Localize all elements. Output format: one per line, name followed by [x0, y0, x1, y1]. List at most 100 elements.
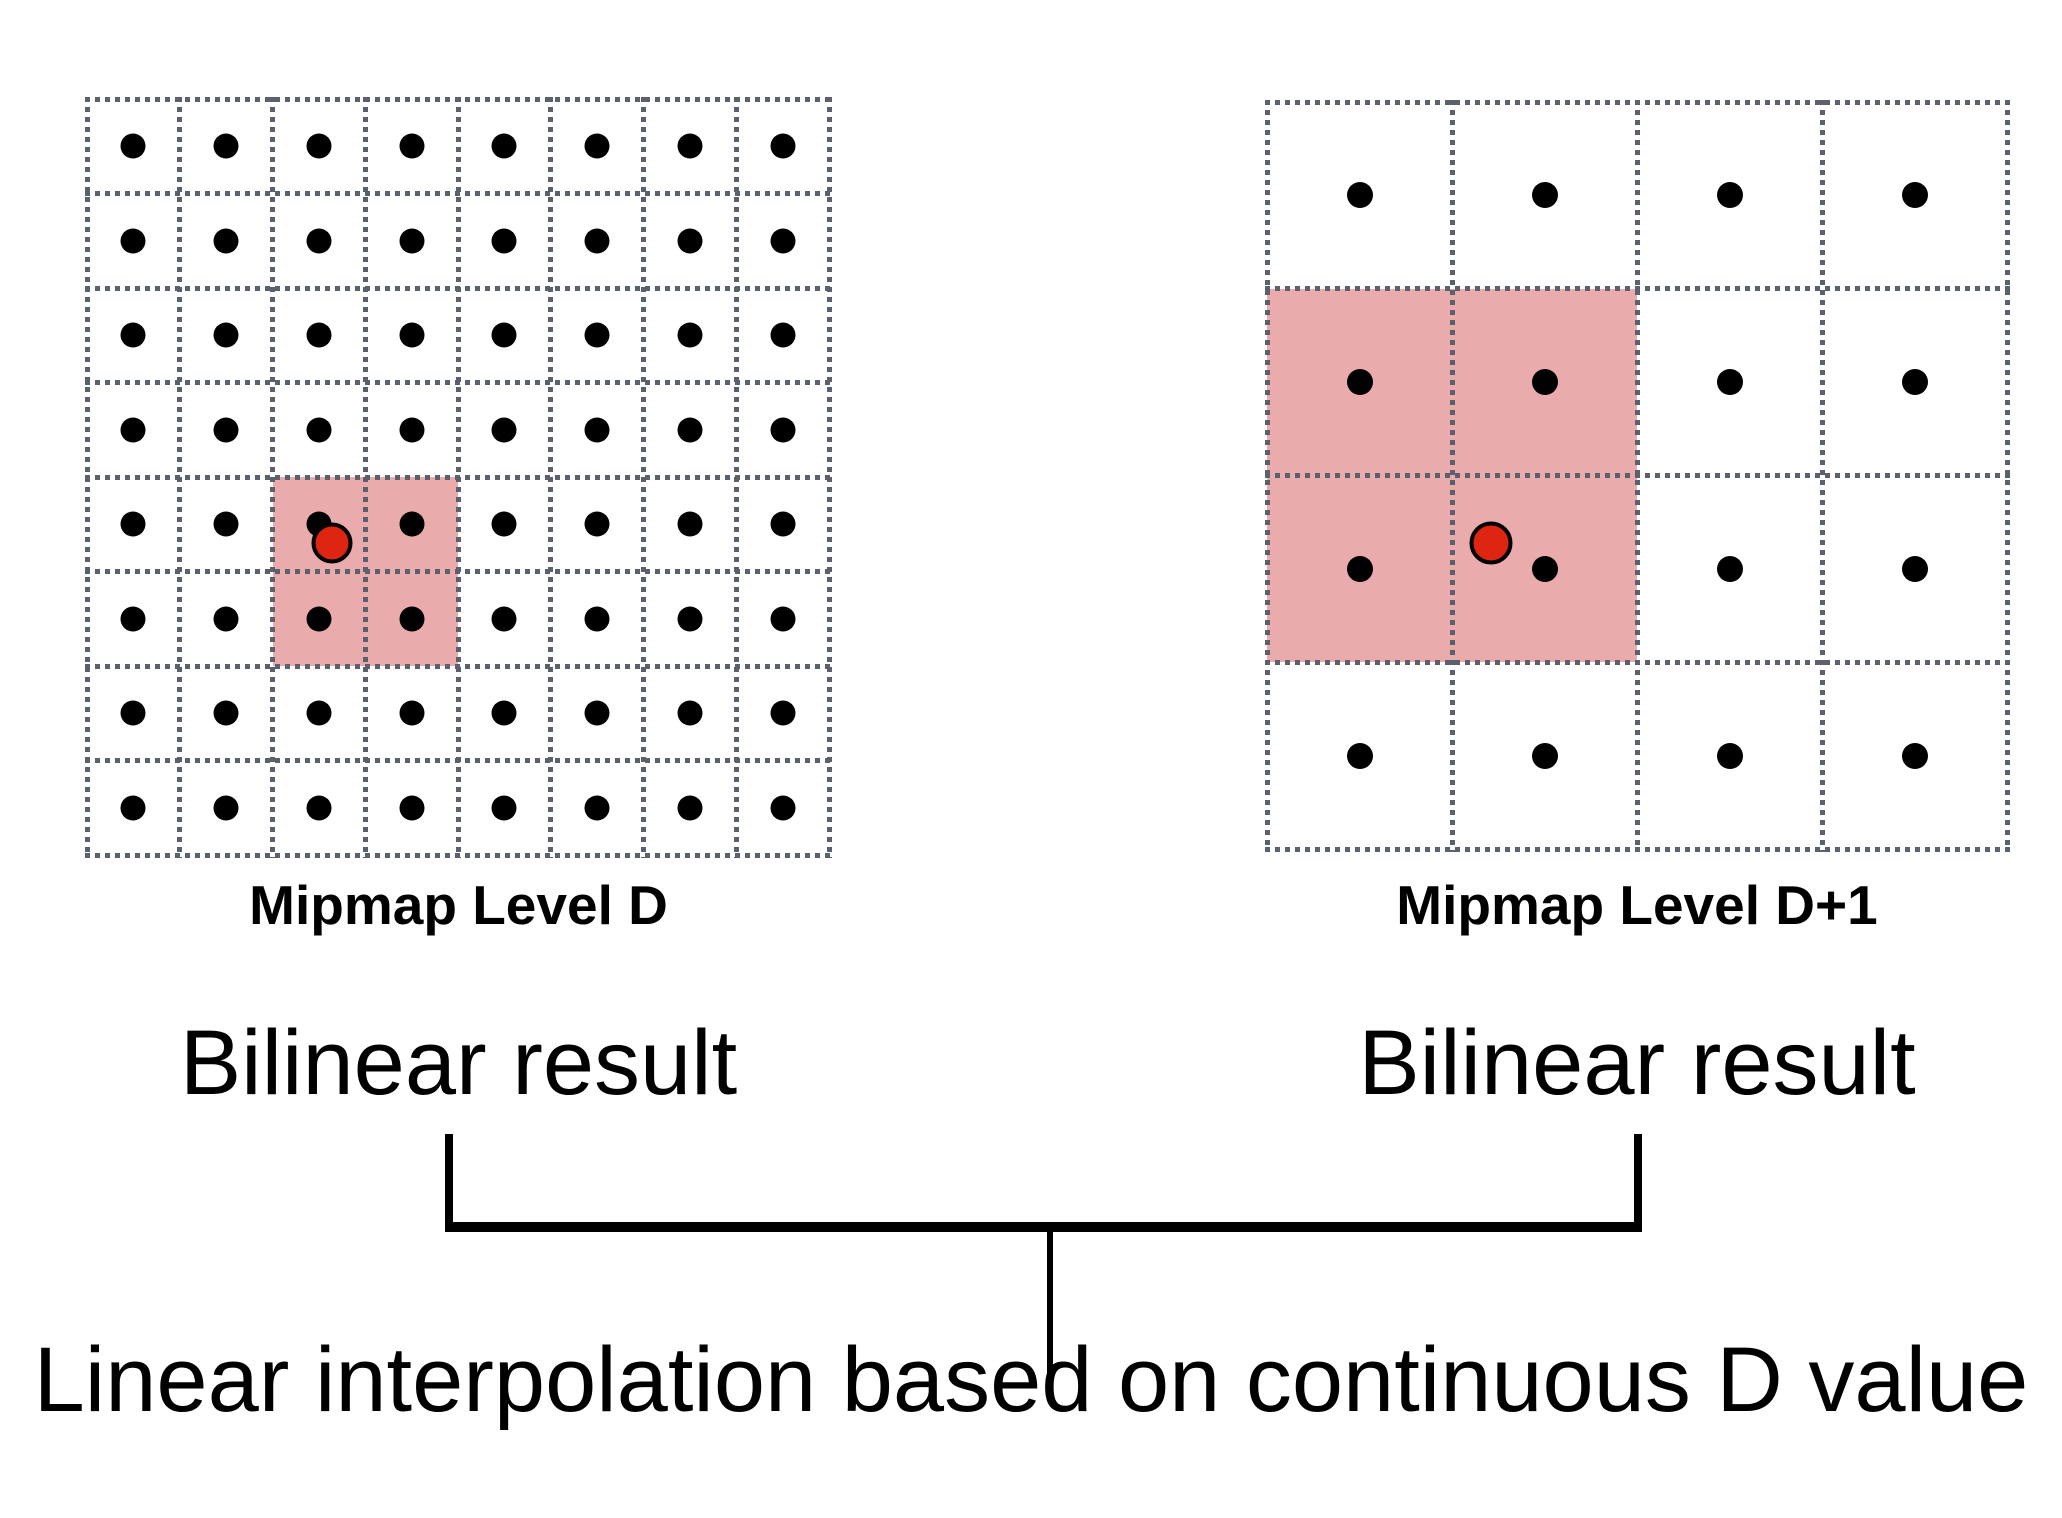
- texel-dot: [1531, 182, 1558, 209]
- texel-dot: [120, 795, 146, 821]
- texel-dot: [120, 133, 146, 159]
- bracket-right-arm: [1634, 1134, 1642, 1230]
- texel-dot: [1716, 369, 1743, 396]
- grid-line-horizontal: [84, 663, 832, 669]
- grid-line-horizontal: [84, 96, 832, 102]
- texel-dot: [399, 228, 425, 254]
- grid-line-horizontal: [1264, 659, 2010, 665]
- texel-dot: [1346, 742, 1373, 769]
- texel-dot: [584, 606, 610, 632]
- texel-dot: [584, 417, 610, 443]
- grid-caption-level-d: Mipmap Level D: [249, 874, 668, 936]
- texel-dot: [399, 700, 425, 726]
- texel-dot: [491, 606, 517, 632]
- texel-dot: [1901, 742, 1928, 769]
- texel-dot: [1716, 182, 1743, 209]
- grid-line-horizontal: [84, 285, 832, 291]
- grid-line-horizontal: [84, 569, 832, 574]
- texel-dot: [770, 606, 796, 632]
- texel-dot: [213, 795, 239, 821]
- texel-dot: [120, 606, 146, 632]
- texel-dot: [770, 700, 796, 726]
- grid-line-horizontal: [84, 191, 832, 196]
- texel-dot: [584, 322, 610, 348]
- grid-line-horizontal: [1264, 846, 2010, 852]
- texel-dot: [399, 417, 425, 443]
- texel-dot: [584, 228, 610, 254]
- grid-line-horizontal: [84, 380, 832, 385]
- texel-dot: [1531, 369, 1558, 396]
- mipmap-level-d1-grid: [1264, 99, 2010, 852]
- texel-dot: [213, 322, 239, 348]
- texel-dot: [770, 228, 796, 254]
- texel-dot: [491, 133, 517, 159]
- texel-dot: [1716, 742, 1743, 769]
- texel-dot: [491, 322, 517, 348]
- texel-dot: [677, 133, 703, 159]
- texel-dot: [120, 700, 146, 726]
- texel-dot: [1901, 369, 1928, 396]
- texel-dot: [399, 606, 425, 632]
- texel-dot: [306, 133, 332, 159]
- texel-dot: [1346, 182, 1373, 209]
- bilinear-result-label-right: Bilinear result: [1358, 1012, 1916, 1114]
- texel-dot: [306, 795, 332, 821]
- linear-interpolation-label: Linear interpolation based on continuous…: [33, 1329, 2029, 1431]
- texel-dot: [677, 795, 703, 821]
- texel-dot: [1531, 742, 1558, 769]
- grid-line-horizontal: [1264, 286, 2010, 292]
- texel-dot: [213, 228, 239, 254]
- sample-point-dot: [311, 522, 353, 564]
- texel-dot: [213, 511, 239, 537]
- texel-dot: [584, 795, 610, 821]
- texel-dot: [677, 228, 703, 254]
- texel-dot: [1901, 555, 1928, 582]
- texel-dot: [677, 700, 703, 726]
- texel-dot: [399, 322, 425, 348]
- texel-dot: [770, 417, 796, 443]
- texel-dot: [399, 511, 425, 537]
- texel-dot: [1716, 555, 1743, 582]
- texel-dot: [584, 700, 610, 726]
- texel-dot: [491, 417, 517, 443]
- grid-line-horizontal: [84, 474, 832, 480]
- texel-dot: [677, 606, 703, 632]
- texel-dot: [491, 228, 517, 254]
- texel-dot: [213, 417, 239, 443]
- texel-dot: [677, 511, 703, 537]
- bilinear-result-label-left: Bilinear result: [179, 1012, 738, 1114]
- bracket-stem: [1047, 1232, 1053, 1373]
- texel-dot: [1346, 555, 1373, 582]
- texel-dot: [213, 133, 239, 159]
- grid-line-horizontal: [1264, 99, 2010, 105]
- texel-dot: [306, 322, 332, 348]
- bracket-bar: [445, 1222, 1642, 1232]
- texel-dot: [399, 795, 425, 821]
- texel-dot: [491, 511, 517, 537]
- texel-dot: [770, 133, 796, 159]
- texel-dot: [1531, 555, 1558, 582]
- grid-line-horizontal: [1264, 473, 2010, 478]
- texel-dot: [491, 700, 517, 726]
- texel-dot: [306, 228, 332, 254]
- texel-dot: [306, 606, 332, 632]
- texel-dot: [584, 511, 610, 537]
- grid-caption-level-d1: Mipmap Level D+1: [1396, 874, 1878, 936]
- texel-dot: [306, 700, 332, 726]
- texel-dot: [120, 511, 146, 537]
- bracket-left-arm: [445, 1134, 453, 1230]
- mipmap-level-d-grid: [84, 96, 832, 858]
- texel-dot: [1346, 369, 1373, 396]
- texel-dot: [677, 417, 703, 443]
- texel-dot: [399, 133, 425, 159]
- texel-dot: [770, 795, 796, 821]
- texel-dot: [770, 511, 796, 537]
- texel-dot: [120, 228, 146, 254]
- texel-dot: [120, 322, 146, 348]
- texel-dot: [213, 606, 239, 632]
- texel-dot: [213, 700, 239, 726]
- sample-point-dot: [1469, 521, 1513, 565]
- texel-dot: [1901, 182, 1928, 209]
- texel-dot: [584, 133, 610, 159]
